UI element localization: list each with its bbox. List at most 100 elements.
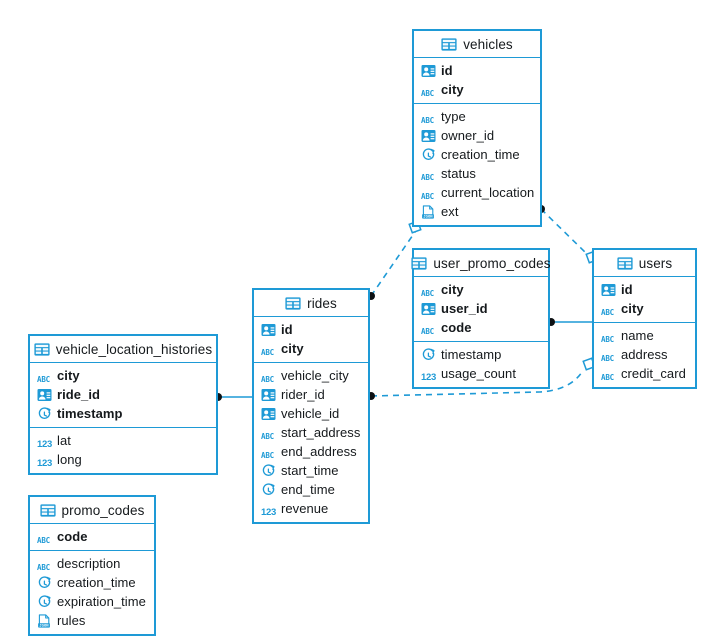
field-label: start_time [281,463,339,478]
field-rides-end_time[interactable]: end_time [254,480,368,499]
field-label: city [281,341,304,356]
json-icon: JSON [421,204,436,219]
field-label: city [621,301,644,316]
entity-title: rides [307,295,337,311]
uuid-icon [601,283,616,297]
field-vehicles-city[interactable]: ABC city [414,80,540,99]
relationship-vehicle-location-histories-to-rides[interactable] [214,393,252,401]
field-user_promo_codes-timestamp[interactable]: timestamp [414,345,548,364]
string-icon: ABC [261,347,274,357]
field-label: city [57,368,80,383]
field-label: id [621,282,633,297]
entity-header-vehicle_location_histories[interactable]: vehicle_location_histories [30,336,216,363]
field-promo_codes-expiration_time[interactable]: expiration_time [30,592,154,611]
number-icon: 123 [37,438,52,450]
timestamp-icon [37,575,52,590]
field-vehicles-id[interactable]: id [414,61,540,80]
field-label: expiration_time [57,594,146,609]
entity-title: vehicles [463,36,513,52]
field-label: lat [57,433,71,448]
entity-title: users [638,255,673,271]
uuid-icon [37,388,52,402]
entity-title: promo_codes [61,502,145,518]
table-icon [441,37,457,51]
field-vehicle_location_histories-timestamp[interactable]: timestamp [30,404,216,423]
field-user_promo_codes-user_id[interactable]: user_id [414,299,548,318]
relationship-user-promo-codes-to-users[interactable] [547,318,592,326]
entity-header-vehicles[interactable]: vehicles [414,31,540,58]
string-icon: ABC [261,450,274,460]
field-label: end_time [281,482,335,497]
table-icon [34,342,50,356]
timestamp-icon [261,482,276,497]
uuid-icon [421,302,436,316]
field-vehicle_location_histories-lat[interactable]: 123 lat [30,431,216,450]
field-promo_codes-creation_time[interactable]: creation_time [30,573,154,592]
string-icon: ABC [421,88,434,98]
field-rides-city[interactable]: ABC city [254,339,368,358]
field-rides-id[interactable]: id [254,320,368,339]
field-label: owner_id [441,128,495,143]
field-rides-rider_id[interactable]: rider_id [254,385,368,404]
field-label: city [441,82,464,97]
string-icon: ABC [601,353,614,363]
field-label: code [57,529,88,544]
field-label: timestamp [441,347,502,362]
field-label: timestamp [57,406,123,421]
field-vehicles-ext[interactable]: JSON ext [414,202,540,221]
uuid-icon [261,323,276,337]
field-rides-vehicle_id[interactable]: vehicle_id [254,404,368,423]
entity-title: vehicle_location_histories [55,341,213,357]
field-users-id[interactable]: id [594,280,695,299]
entity-title: user_promo_codes [433,255,551,271]
entity-header-rides[interactable]: rides [254,290,368,317]
field-label: ext [441,204,459,219]
timestamp-icon [421,347,436,362]
field-vehicle_location_histories-ride_id[interactable]: ride_id [30,385,216,404]
string-icon: ABC [421,288,434,298]
uuid-icon [421,129,436,143]
field-vehicles-owner_id[interactable]: owner_id [414,126,540,145]
string-icon: ABC [421,115,434,125]
entity-header-promo_codes[interactable]: promo_codes [30,497,154,524]
entity-header-users[interactable]: users [594,250,695,277]
field-rides-start_time[interactable]: start_time [254,461,368,480]
timestamp-icon [37,594,52,609]
field-vehicles-creation_time[interactable]: creation_time [414,145,540,164]
number-icon: 123 [421,371,436,383]
entity-header-user_promo_codes[interactable]: user_promo_codes [411,250,551,277]
